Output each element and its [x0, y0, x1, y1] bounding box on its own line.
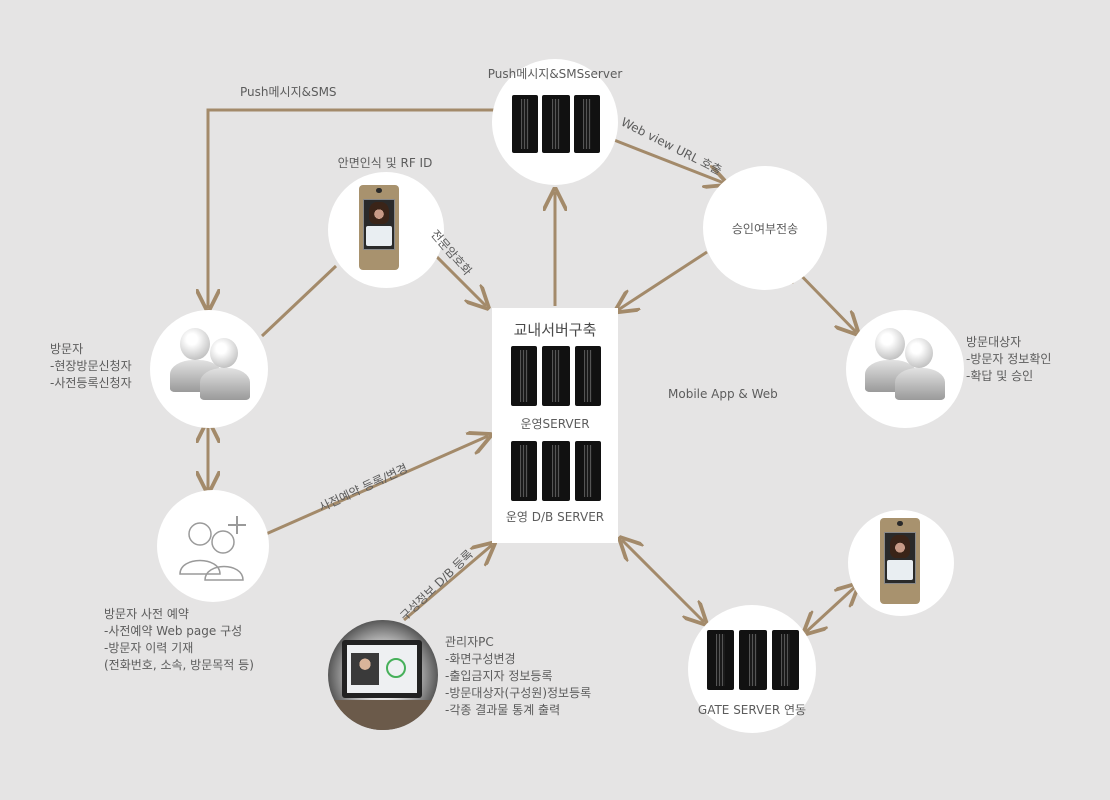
- push-server-label: Push메시지&SMSserver: [487, 67, 623, 81]
- approval-label: 승인여부전송: [731, 222, 799, 236]
- reservation-line-1: -사전예약 Web page 구성: [104, 624, 243, 638]
- edge-admin-to-central: [403, 545, 492, 622]
- edge-label-mobile: Mobile App & Web: [668, 387, 778, 401]
- reservation-line-3: (전화번호, 소속, 방문목적 등): [104, 658, 254, 672]
- face-recognition-device-icon: [359, 185, 399, 270]
- visitor-title: 방문자: [50, 342, 84, 356]
- reservation-text: 방문자 사전 예약 -사전예약 Web page 구성 -방문자 이력 기재 (…: [104, 606, 254, 674]
- gate-server-label: GATE SERVER 연동: [697, 703, 807, 717]
- central-title: 교내서버구축: [513, 321, 597, 339]
- add-user-icon: [179, 516, 246, 581]
- host-line-2: -확답 및 승인: [966, 369, 1034, 383]
- host-line-1: -방문자 정보확인: [966, 352, 1052, 366]
- edge-push-to-visitor: [208, 108, 494, 308]
- admin-line-1: -화면구성변경: [445, 652, 516, 666]
- face-rfid-label: 안면인식 및 RF ID: [337, 156, 433, 170]
- server-rack-icon: [707, 630, 799, 690]
- admin-text: 관리자PC -화면구성변경 -출입금지자 정보등록 -방문대상자(구성원)정보등…: [445, 634, 591, 719]
- server-rack-icon: [512, 95, 600, 153]
- reservation-line-2: -방문자 이력 기재: [104, 641, 194, 655]
- face-recognition-device-icon: [880, 518, 920, 604]
- visitor-line-1: -현장방문신청자: [50, 359, 132, 373]
- admin-line-2: -출입금지자 정보등록: [445, 669, 553, 683]
- edge-approval-to-central: [618, 250, 708, 310]
- reservation-title: 방문자 사전 예약: [104, 607, 189, 621]
- laptop-icon: [328, 620, 438, 730]
- users-icon: [170, 328, 250, 400]
- edge-gate-device: [806, 586, 856, 632]
- users-icon: [865, 328, 945, 400]
- host-text: 방문대상자 -방문자 정보확인 -확답 및 승인: [966, 334, 1051, 385]
- db-server-label: 운영 D/B SERVER: [505, 510, 605, 524]
- op-server-label: 운영SERVER: [520, 417, 590, 431]
- visitor-text: 방문자 -현장방문신청자 -사전등록신청자: [50, 341, 132, 392]
- approval-node: [703, 166, 827, 290]
- admin-title: 관리자PC: [445, 635, 494, 649]
- admin-line-4: -각종 결과물 통계 출력: [445, 703, 561, 717]
- admin-line-3: -방문대상자(구성원)정보등록: [445, 686, 592, 700]
- server-rack-icon: [511, 346, 601, 406]
- edge-label-push-sms: Push메시지&SMS: [240, 85, 337, 99]
- host-title: 방문대상자: [966, 335, 1022, 349]
- visitor-line-2: -사전등록신청자: [50, 376, 132, 390]
- edge-visitor-to-face: [260, 264, 338, 338]
- edge-reservation-to-central: [265, 436, 488, 536]
- edge-push-to-approval: [613, 138, 724, 183]
- server-rack-icon: [511, 441, 601, 501]
- edge-central-gate: [622, 540, 704, 622]
